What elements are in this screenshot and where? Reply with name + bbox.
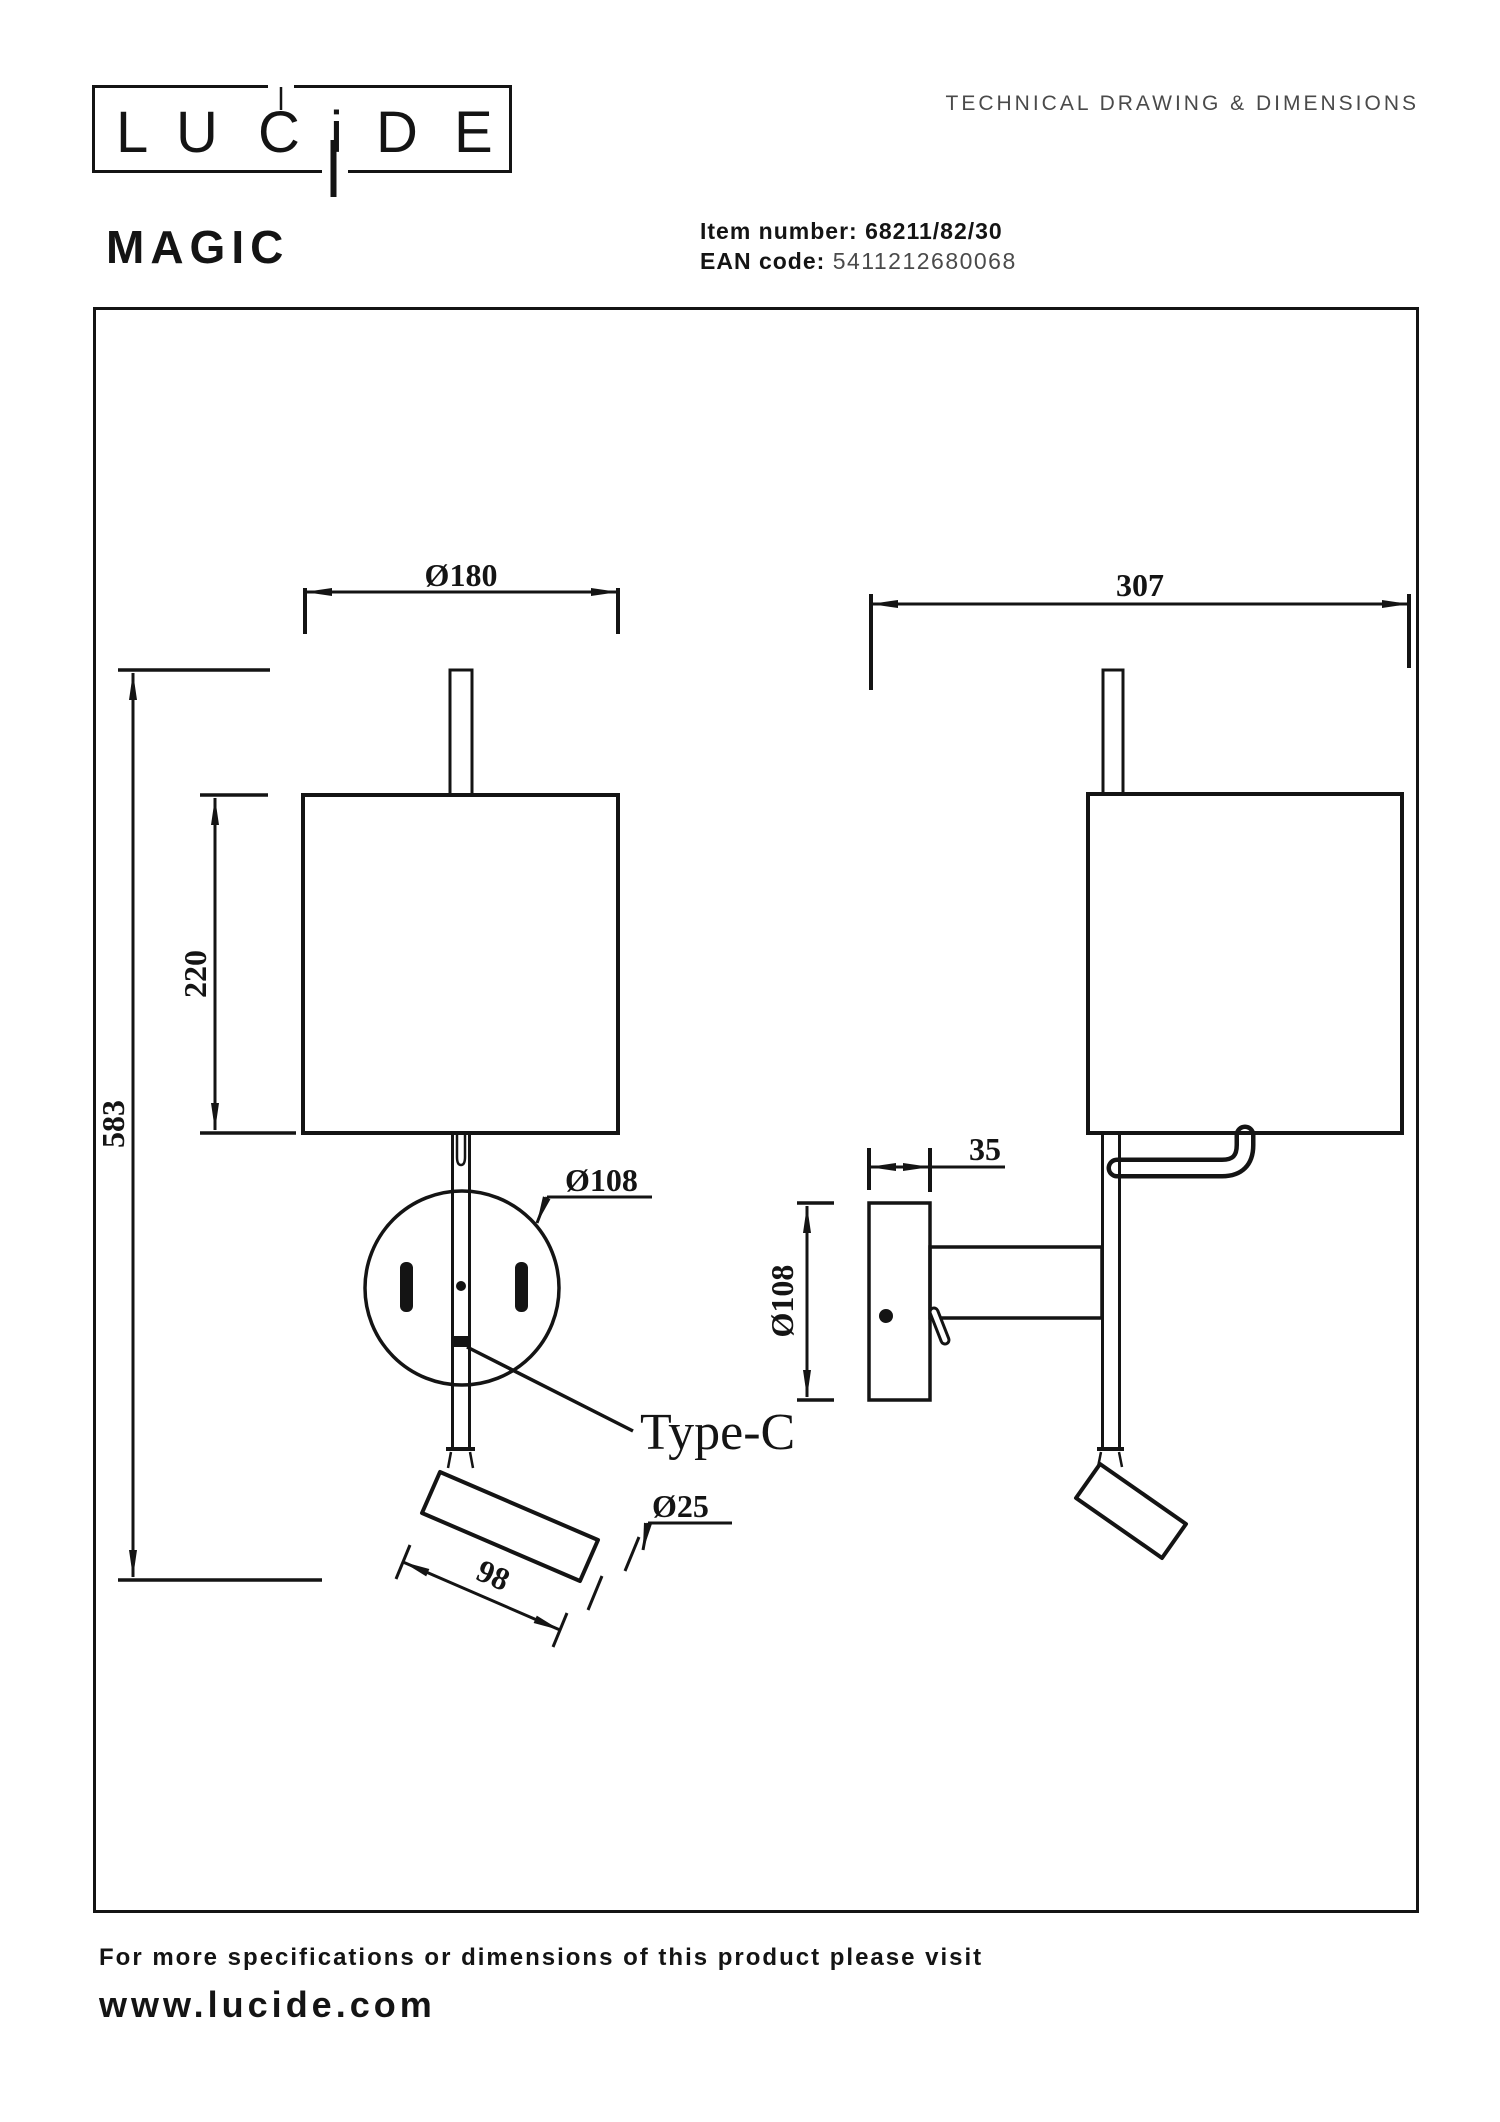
item-number-row: Item number: 68211/82/30 bbox=[700, 216, 1017, 246]
side-mounting-arm bbox=[928, 1245, 1104, 1320]
product-name: MAGIC bbox=[106, 221, 290, 273]
dim-25-tick-1 bbox=[623, 1536, 641, 1572]
front-left-slot bbox=[400, 1262, 413, 1312]
footer-note: For more specifications or dimensions of… bbox=[99, 1944, 984, 1971]
dim-220-label: 220 bbox=[177, 950, 213, 998]
dim-98-line bbox=[402, 1560, 561, 1632]
dim-25-leader bbox=[641, 1522, 652, 1551]
logo-letter-u: U bbox=[176, 100, 218, 165]
dim-25-label: Ø25 bbox=[652, 1488, 709, 1524]
logo-letter-e: E bbox=[454, 100, 493, 165]
side-shade bbox=[1086, 792, 1404, 1135]
front-rod-notch bbox=[455, 1133, 467, 1167]
dim-108-front-leader bbox=[535, 1196, 551, 1224]
item-number-label: Item number: bbox=[700, 218, 858, 244]
logo-box bbox=[92, 85, 512, 173]
side-wall-plate bbox=[867, 1201, 932, 1402]
side-socket-tube-core bbox=[1111, 1129, 1251, 1174]
doc-title: TECHNICAL DRAWING & DIMENSIONS bbox=[945, 92, 1419, 115]
front-joint-neck-right bbox=[468, 1451, 475, 1469]
logo-letter-c: C bbox=[258, 100, 300, 165]
logo-letter-d: D bbox=[376, 100, 418, 165]
front-joint-neck-left bbox=[446, 1451, 453, 1469]
item-number-value: 68211/82/30 bbox=[865, 218, 1003, 244]
front-center-dot bbox=[456, 1281, 466, 1291]
ean-row: EAN code: 5411212680068 bbox=[700, 246, 1017, 276]
front-shade bbox=[301, 793, 620, 1135]
dim-307-label: 307 bbox=[1116, 567, 1164, 603]
dim-108-side-label: Ø108 bbox=[764, 1265, 800, 1338]
dim-180-label: Ø180 bbox=[425, 557, 498, 593]
logo-letter-l: L bbox=[116, 100, 148, 165]
item-info: Item number: 68211/82/30 EAN code: 54112… bbox=[700, 216, 1017, 276]
dim-583-label: 583 bbox=[95, 1100, 131, 1148]
ean-label: EAN code: bbox=[700, 248, 826, 274]
front-view: Ø180 583 220 Ø108 Type-C 98 Ø25 bbox=[95, 557, 795, 1648]
side-stem-top bbox=[1101, 668, 1125, 796]
type-c-label: Type-C bbox=[640, 1404, 795, 1461]
dim-108-front-label: Ø108 bbox=[565, 1162, 638, 1198]
dim-98-label: 98 bbox=[472, 1552, 516, 1598]
drawing-frame bbox=[93, 307, 1419, 1913]
dim-25-tick-2 bbox=[586, 1575, 604, 1611]
front-usb-c-port bbox=[452, 1336, 470, 1347]
side-reading-spot bbox=[1074, 1462, 1188, 1560]
side-switch-dot bbox=[879, 1309, 893, 1323]
dim-35-label: 35 bbox=[969, 1131, 1001, 1167]
footer-website: www.lucide.com bbox=[99, 1984, 436, 2025]
side-switch-lever-core bbox=[931, 1309, 948, 1343]
front-wall-plate bbox=[363, 1189, 561, 1387]
type-c-leader bbox=[466, 1345, 634, 1433]
front-right-slot bbox=[515, 1262, 528, 1312]
front-reading-spot bbox=[420, 1470, 600, 1583]
brand-logo: L U C i D E bbox=[92, 85, 512, 197]
side-view: 307 35 Ø108 bbox=[764, 567, 1411, 1560]
front-stem-top bbox=[448, 668, 474, 797]
ean-value: 5411212680068 bbox=[832, 248, 1017, 274]
side-joint-neck-right bbox=[1117, 1451, 1124, 1468]
